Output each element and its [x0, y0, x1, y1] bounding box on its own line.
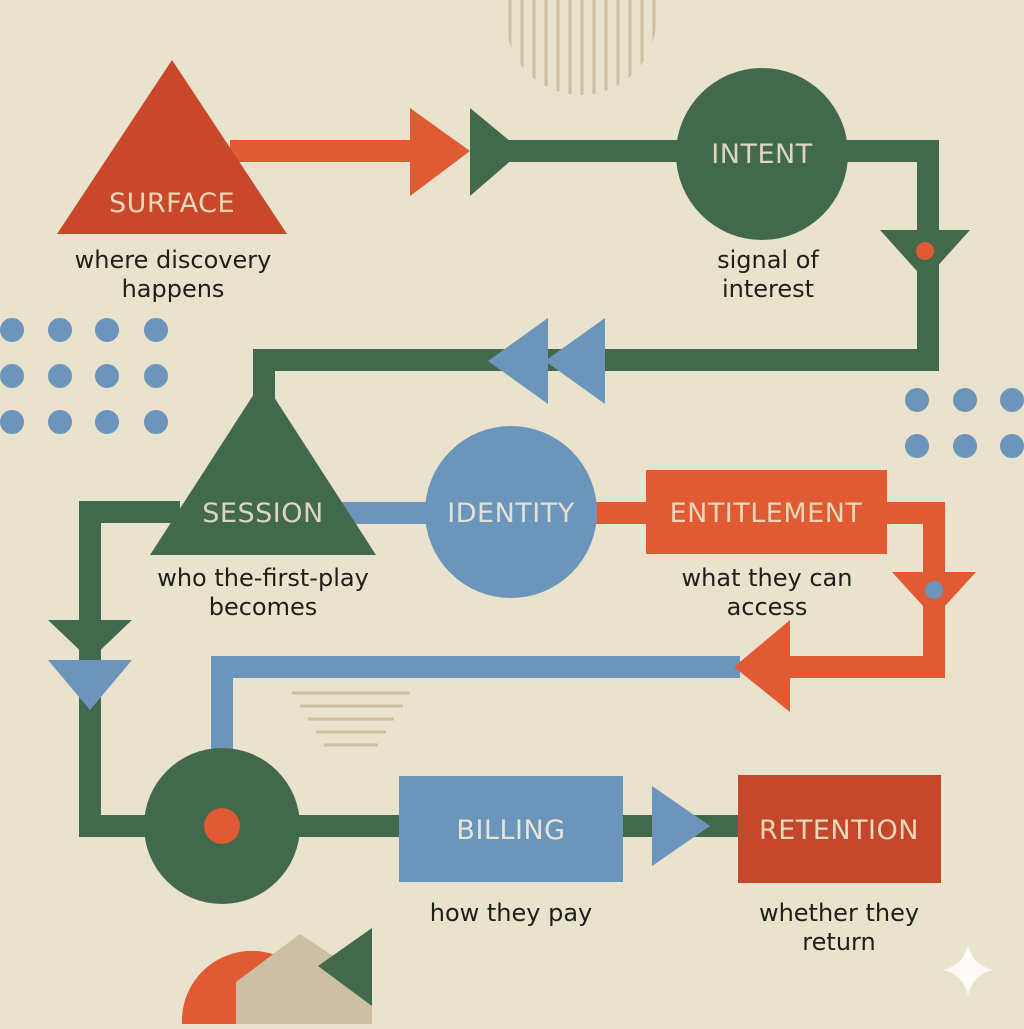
retention-label: RETENTION: [759, 815, 919, 846]
billing-caption-line1: how they pay: [430, 899, 593, 927]
entitlement-caption-line1: what they can: [682, 564, 853, 592]
entitlement-label: ENTITLEMENT: [670, 498, 863, 529]
surface-label: SURFACE: [109, 188, 235, 219]
node-junction: [144, 748, 300, 904]
node-identity: IDENTITY: [425, 426, 597, 598]
billing-label: BILLING: [456, 815, 565, 846]
session-caption-line1: who the-first-play: [157, 564, 369, 592]
node-retention: RETENTION: [738, 775, 941, 883]
entitlement-caption-line2: access: [727, 593, 808, 621]
node-intent: INTENT: [676, 68, 848, 240]
identity-label: IDENTITY: [447, 498, 574, 529]
connector-junction-billing: [290, 815, 405, 837]
session-label: SESSION: [202, 498, 323, 529]
retention-caption-line2: return: [802, 928, 875, 956]
surface-caption-line1: where discovery: [75, 246, 272, 274]
surface-caption-line2: happens: [122, 275, 225, 303]
intent-label: INTENT: [711, 139, 812, 170]
junction-dot: [204, 808, 240, 844]
intent-caption: signal of interest: [717, 246, 819, 303]
intent-caption-line2: interest: [722, 275, 814, 303]
retention-caption-line1: whether they: [759, 899, 919, 927]
intent-caption-line1: signal of: [717, 246, 819, 274]
connector-surface-to-intent-orange: [230, 140, 420, 162]
node-billing: BILLING: [399, 776, 623, 882]
billing-caption: how they pay: [430, 899, 593, 927]
node-entitlement: ENTITLEMENT: [646, 470, 887, 554]
session-caption-line2: becomes: [209, 593, 318, 621]
